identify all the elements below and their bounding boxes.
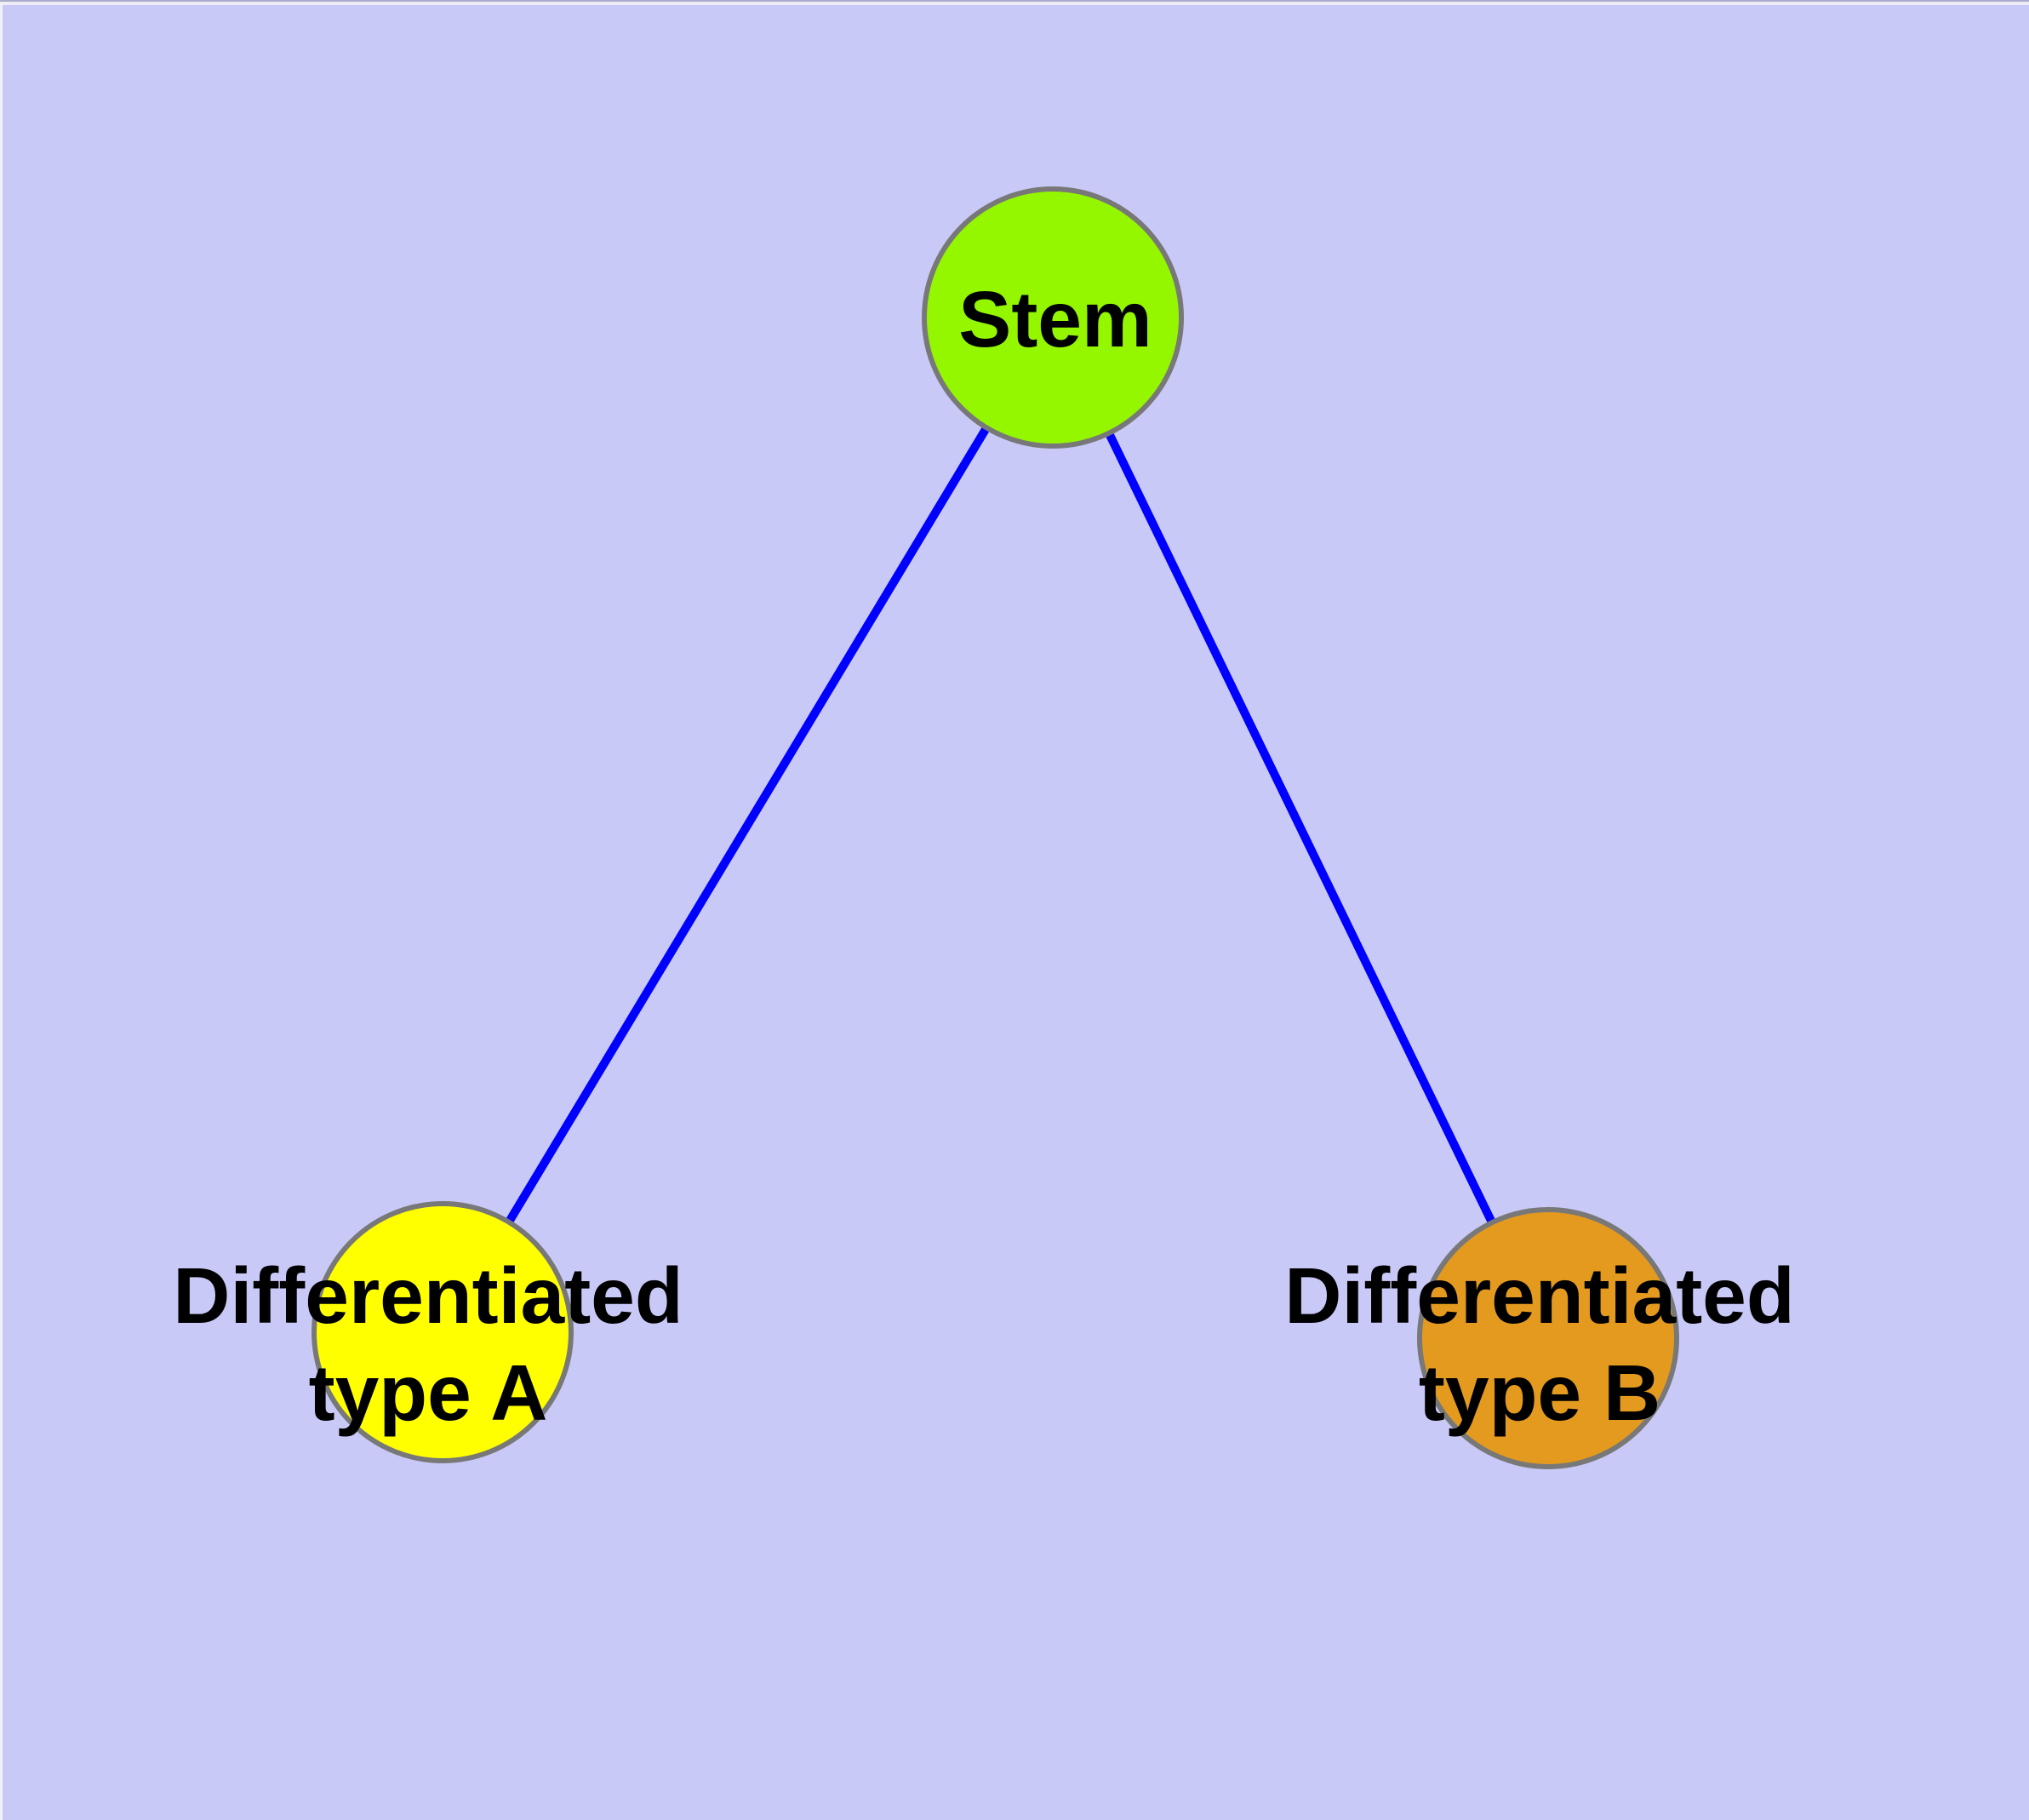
node-typeB-label: Differentiated type B xyxy=(1284,1247,1794,1441)
node-typeA-label: Differentiated type A xyxy=(173,1247,683,1441)
window-edge-artifact-top-band xyxy=(0,2,2029,5)
node-typeA-label-line2: type A xyxy=(308,1348,548,1437)
node-typeA-label-line1: Differentiated xyxy=(173,1251,683,1340)
node-stem-label-line1: Stem xyxy=(958,275,1152,363)
node-typeA-circle xyxy=(311,1201,574,1463)
node-typeB-label-line1: Differentiated xyxy=(1284,1251,1795,1340)
node-typeB-label-line2: type B xyxy=(1418,1348,1661,1437)
node-typeB-circle xyxy=(1417,1207,1679,1469)
node-stem-circle xyxy=(922,186,1184,449)
edge-stem-to-typeB xyxy=(1049,315,1552,1341)
window-edge-artifact-left-band xyxy=(0,2,3,1820)
edge-stem-to-typeA xyxy=(438,315,1057,1335)
node-stem-label: Stem xyxy=(958,271,1152,368)
window-edge-artifact-top-line xyxy=(0,0,2029,2)
